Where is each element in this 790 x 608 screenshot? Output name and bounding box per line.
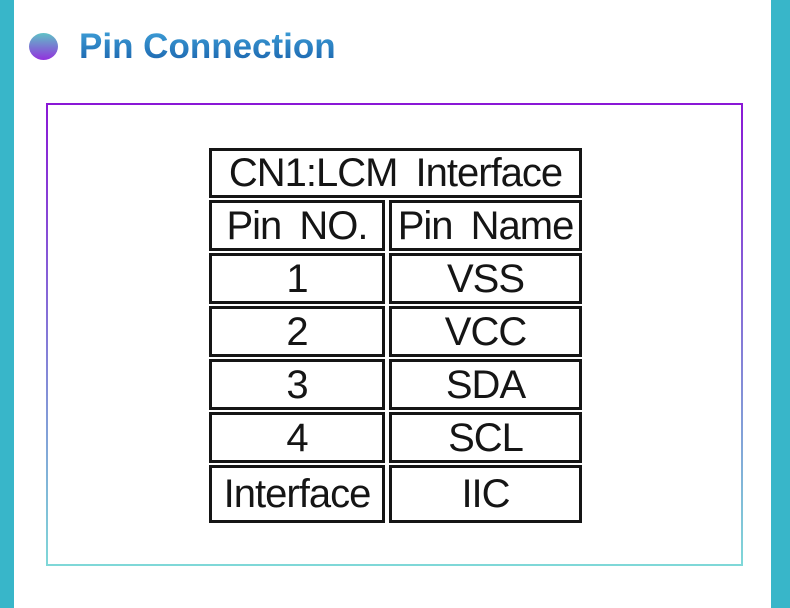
right-edge-bar: [771, 0, 790, 608]
pin-name-cell: SCL: [389, 412, 582, 463]
table-row: 3 SDA: [209, 359, 582, 410]
table-title-row: CN1:LCM Interface: [209, 148, 582, 198]
table-title-cell: CN1:LCM Interface: [209, 148, 582, 198]
pin-name-cell: VCC: [389, 306, 582, 357]
table-row: 2 VCC: [209, 306, 582, 357]
pin-no-cell: 1: [209, 253, 385, 304]
pin-name-cell: SDA: [389, 359, 582, 410]
content-box-inner: CN1:LCM Interface Pin NO. Pin Name 1 VSS…: [48, 105, 741, 564]
table-header-row: Pin NO. Pin Name: [209, 200, 582, 251]
bullet-icon: [29, 33, 58, 60]
table-header-pin-no: Pin NO.: [209, 200, 385, 251]
table-row: 1 VSS: [209, 253, 582, 304]
table-row: 4 SCL: [209, 412, 582, 463]
page-title: Pin Connection: [79, 27, 336, 66]
table-row: Interface IIC: [209, 465, 582, 523]
pin-name-cell: VSS: [389, 253, 582, 304]
pin-no-cell: 3: [209, 359, 385, 410]
interface-value-cell: IIC: [389, 465, 582, 523]
table-header-pin-name: Pin Name: [389, 200, 582, 251]
content-box: CN1:LCM Interface Pin NO. Pin Name 1 VSS…: [46, 103, 743, 566]
section-header: Pin Connection: [29, 29, 336, 64]
interface-label-cell: Interface: [209, 465, 385, 523]
pin-connection-table: CN1:LCM Interface Pin NO. Pin Name 1 VSS…: [209, 148, 582, 525]
left-edge-bar: [0, 0, 14, 608]
pin-no-cell: 2: [209, 306, 385, 357]
pin-no-cell: 4: [209, 412, 385, 463]
